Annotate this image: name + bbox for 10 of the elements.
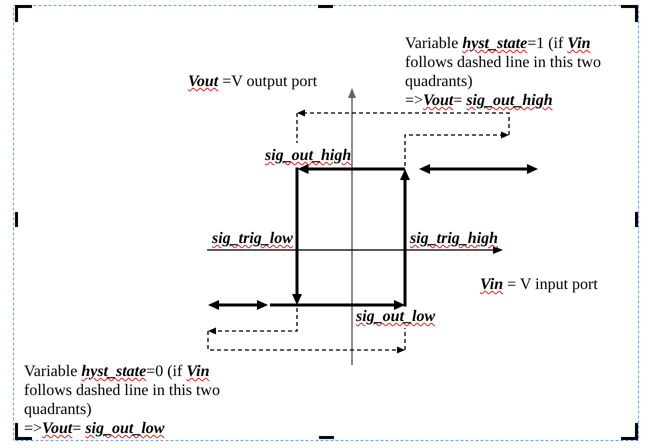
note-text: Variable hyst_state=1 (if Vin follows dashed line in this two quadrants) (405, 34, 602, 91)
threshold-label: sig_trig_low (212, 229, 293, 248)
level-label: sig_out_low (356, 307, 436, 326)
threshold-label: sig_trig_high (410, 229, 498, 248)
note-text: =>Vout= sig_out_high (405, 91, 553, 110)
note-text: =>Vout= sig_out_low (24, 419, 164, 438)
level-label: sig_out_high (265, 146, 352, 165)
axis-label: Vout =V output port (188, 72, 318, 91)
note-text: Variable hyst_state=0 (if Vin follows dashed line in this two quadrants) (24, 362, 221, 419)
axis-label: Vin = V input port (480, 275, 598, 294)
